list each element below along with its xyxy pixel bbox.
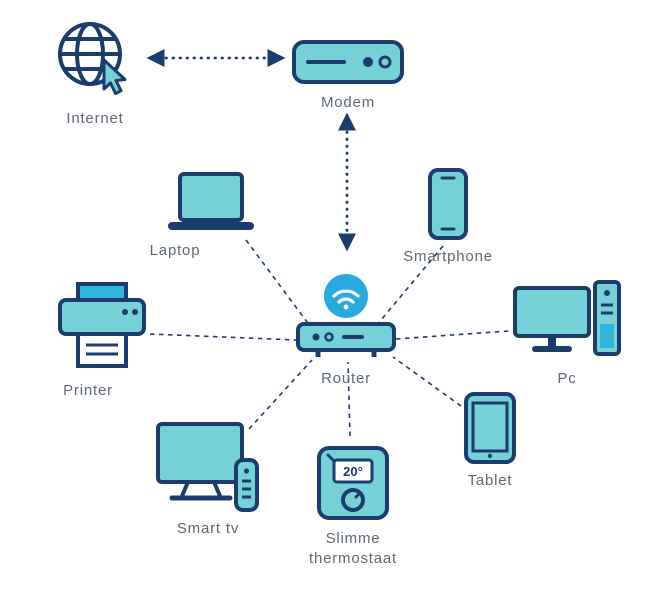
desktop-pc-icon (513, 280, 621, 356)
node-pc: Pc (512, 280, 622, 389)
modem-box-icon (292, 40, 404, 84)
laptop-icon (168, 172, 254, 230)
router-wifi-icon (296, 274, 396, 357)
link-router-smarttv (248, 359, 313, 430)
node-label-modem: Modem (320, 94, 376, 111)
wifi-icon (324, 274, 368, 318)
printer-icon (58, 282, 146, 368)
node-label-smartphone: Smartphone (403, 248, 493, 265)
node-label-router: Router (321, 370, 371, 387)
node-label-smart-tv: Smart tv (176, 520, 240, 537)
link-router-tablet (392, 356, 462, 407)
tv-remote-icon (156, 422, 259, 512)
node-laptop: Laptop (150, 172, 257, 261)
node-thermostat: 20° Slimme thermostaat (298, 438, 408, 568)
link-router-printer (149, 333, 297, 341)
thermostat-display-value: 20° (343, 464, 363, 479)
node-label-pc: Pc (557, 370, 577, 387)
node-label-internet: Internet (66, 110, 124, 127)
link-router-thermostat (347, 361, 351, 437)
internet-globe-icon (58, 22, 127, 95)
node-label-laptop: Laptop (149, 242, 201, 259)
node-router: Router (294, 272, 398, 389)
link-router-pc (395, 330, 510, 340)
node-tablet: Tablet (464, 392, 516, 491)
smartphone-icon (428, 168, 468, 240)
node-label-tablet: Tablet (467, 472, 513, 489)
node-smartphone: Smartphone (403, 168, 492, 267)
node-label-thermostat: Slimme thermostaat (308, 530, 397, 567)
node-modem: Modem (290, 40, 406, 113)
link-router-laptop (245, 239, 314, 331)
node-label-printer: Printer (63, 382, 113, 399)
tablet-icon (464, 392, 516, 464)
thermostat-icon: 20° (317, 446, 389, 520)
cursor-icon (102, 58, 127, 95)
node-smart-tv: Smart tv (156, 422, 260, 539)
node-internet: Internet (40, 16, 150, 129)
remote-control-icon (234, 458, 259, 512)
node-printer: Printer (55, 282, 149, 401)
